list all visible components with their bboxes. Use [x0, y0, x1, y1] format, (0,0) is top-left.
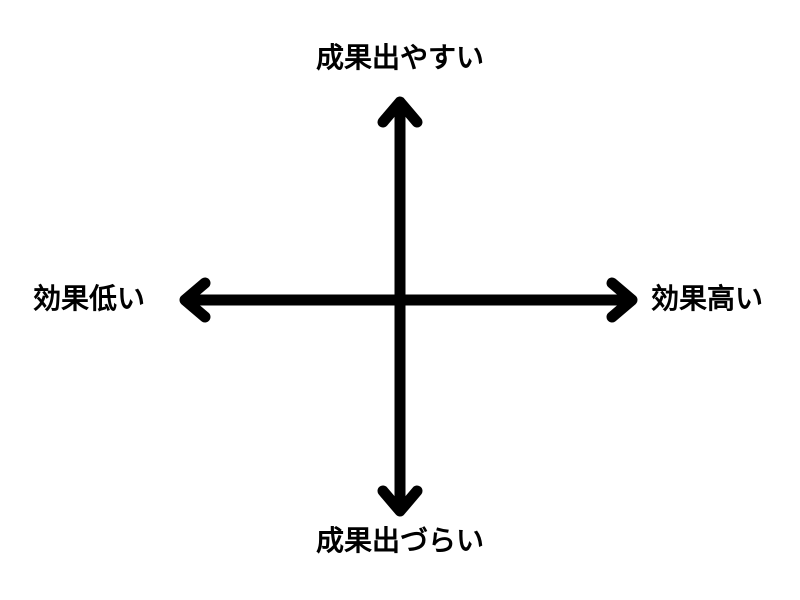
label-bottom: 成果出づらい — [315, 524, 485, 557]
label-top: 成果出やすい — [315, 41, 485, 74]
label-left: 効果低い — [33, 282, 146, 315]
label-right: 効果高い — [651, 282, 764, 315]
arrow-down-icon — [377, 485, 423, 517]
axis-lines — [179, 96, 638, 517]
arrow-left-icon — [179, 277, 211, 323]
arrow-right-icon — [606, 277, 638, 323]
arrow-up-icon — [377, 96, 423, 128]
